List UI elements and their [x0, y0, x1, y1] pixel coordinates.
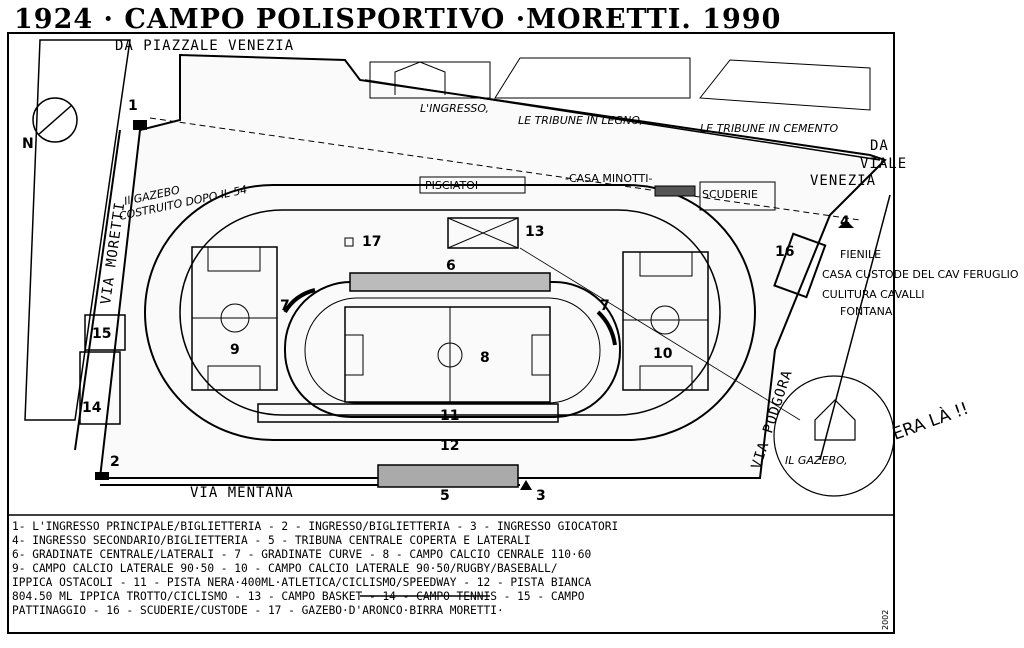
gazebo-icon: [814, 399, 856, 441]
street-da: DA: [870, 138, 889, 154]
compass-needle: [37, 104, 73, 136]
legend-line-3: 6- GRADINATE CENTRALE/LATERALI - 7 - GRA…: [12, 548, 592, 561]
legend-line-5: IPPICA OSTACOLI - 11 - PISTA NERA·400ML·…: [12, 576, 592, 589]
entrance-1-marker: [133, 120, 147, 130]
field-8-center-circle: [437, 342, 463, 368]
pisciatoi-building: [419, 176, 526, 194]
compass-label: N: [22, 136, 34, 152]
compass: N: [22, 97, 78, 152]
stables-16: [773, 232, 827, 299]
number-10: 10: [653, 346, 673, 362]
number-11: 11: [440, 408, 459, 424]
number-17: 17: [362, 234, 381, 250]
caption-ingresso: L'INGRESSO,: [420, 102, 489, 115]
number-16: 16: [775, 244, 794, 260]
wood-stands-sketch: [494, 57, 691, 99]
concrete-stands-sketch: [699, 59, 871, 111]
legend-line-6: 804.50 ML IPPICA TROTTO/CICLISMO - 13 - …: [12, 590, 585, 603]
number-4: 4: [840, 214, 850, 230]
entrance-4-marker: [838, 220, 854, 228]
note-fontana: FONTANA: [840, 305, 893, 318]
casa-minotti-building: [654, 185, 696, 197]
number-9: 9: [230, 342, 240, 358]
street-piazzale-venezia: DA PIAZZALE VENEZIA: [115, 38, 294, 54]
gazebo-pointer-line: [519, 247, 801, 421]
entrance-2-marker: [95, 472, 109, 480]
label-pisciatoi: PISCIATOI: [425, 179, 478, 192]
street-viale: VIALE: [860, 156, 907, 172]
caption-tribune-cemento: LE TRIBUNE IN CEMENTO: [700, 122, 838, 135]
viale-venezia-edge: [364, 79, 881, 161]
via-podgora-edge: [819, 194, 891, 461]
legend-line-1: 1- L'INGRESSO PRINCIPALE/BIGLIETTERIA - …: [12, 520, 618, 533]
number-15: 15: [92, 326, 111, 342]
curve-stand-7-left: [283, 288, 316, 314]
number-12: 12: [440, 438, 459, 454]
street-venezia: VENEZIA: [810, 173, 876, 189]
field-8-box-right: [531, 334, 551, 376]
legend-line-7: PATTINAGGIO - 16 - SCUDERIE/CUSTODE - 17…: [12, 604, 504, 617]
label-scuderie: SCUDERIE: [702, 188, 758, 201]
basket-court-13-cross: [447, 217, 519, 249]
white-track-inner: [179, 209, 721, 416]
field-8-box-left: [344, 334, 364, 376]
field-8: [344, 306, 551, 403]
tennis-14: [79, 351, 121, 425]
street-via-mentana: VIA MENTANA: [190, 485, 294, 501]
scuderie-building: [699, 181, 776, 211]
gazebo-circle: [773, 375, 895, 497]
compass-circle: [32, 97, 78, 143]
field-10-box-top: [639, 251, 693, 277]
caption-tribune-legno: LE TRIBUNE IN LEGNO,: [518, 114, 643, 127]
legend: 1- L'INGRESSO PRINCIPALE/BIGLIETTERIA - …: [12, 520, 618, 617]
map-frame: [7, 32, 895, 634]
field-9-center-circle: [220, 303, 250, 333]
skating-15: [84, 314, 126, 351]
number-7-left: 7: [280, 298, 290, 314]
note-era-la: ERA LÀ !!: [889, 397, 971, 445]
black-track-inner: [304, 297, 601, 404]
entrance-arch-icon: [394, 61, 446, 95]
number-7-right: 7: [600, 298, 610, 314]
stand-6: [349, 272, 551, 292]
curve-stand-7-right: [596, 310, 617, 346]
via-moretti-edge: [74, 129, 121, 451]
number-14: 14: [82, 400, 102, 416]
field-10-box-bottom: [639, 365, 693, 391]
basket-court-13: [447, 217, 519, 249]
entrance-sketch: [369, 61, 491, 99]
legend-line-2: 4- INGRESSO SECONDARIO/BIGLIETTERIA - 5 …: [12, 534, 531, 547]
field-10-center-circle: [650, 305, 680, 335]
tribune-5: [377, 464, 519, 488]
number-3: 3: [536, 488, 546, 504]
field-9-box-bottom: [207, 365, 261, 391]
number-5: 5: [440, 488, 450, 504]
outer-track: [144, 184, 756, 441]
legend-line-4: 9- CAMPO CALCIO LATERALE 90·50 - 10 - CA…: [12, 562, 558, 575]
track-11-straight: [257, 403, 559, 423]
caption-gazebo: IL GAZEBO,: [785, 454, 848, 467]
field-9: [191, 246, 278, 391]
map-title: 1924 · CAMPO POLISPORTIVO ·MORETTI. 1990: [14, 4, 781, 35]
number-8: 8: [480, 350, 490, 366]
note-fienile: FIENILE: [840, 248, 881, 261]
number-6: 6: [446, 258, 456, 274]
block-west: [24, 39, 131, 421]
note-casa-custode: CASA CUSTODE DEL CAV FERUGLIO: [822, 268, 1019, 281]
number-2: 2: [110, 454, 120, 470]
field-9-box-top: [207, 246, 261, 272]
number-1: 1: [128, 98, 138, 114]
stands-sketch: [369, 57, 871, 111]
year-mark: 2002: [881, 610, 890, 630]
gazebo-17-marker: [344, 237, 354, 247]
label-casa-minotti: -CASA MINOTTI-: [565, 172, 652, 185]
entrance-3-marker: [520, 480, 532, 490]
number-13: 13: [525, 224, 544, 240]
note-cavalli: CULITURA CAVALLI: [822, 288, 924, 301]
